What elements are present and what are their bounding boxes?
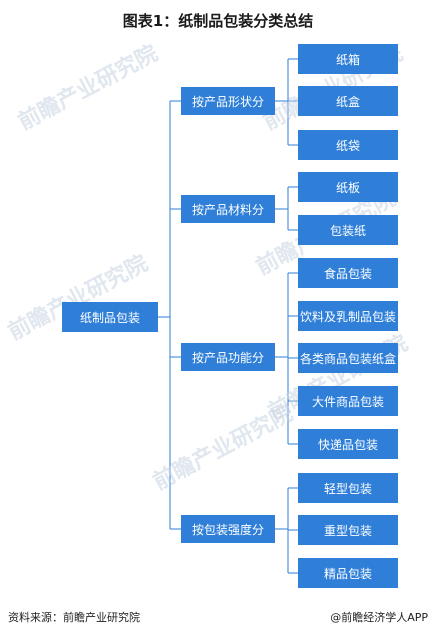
leaf-node: 纸盒 (298, 86, 398, 116)
leaf-node: 饮料及乳制品包装 (298, 301, 398, 331)
leaf-node: 快递品包装 (298, 429, 398, 459)
leaf-node: 各类商品包装纸盒 (298, 343, 398, 373)
chart-title: 图表1：纸制品包装分类总结 (122, 12, 314, 30)
source-note: 资料来源：前瞻产业研究院 (8, 611, 140, 624)
category-node: 按包装强度分 (181, 515, 275, 543)
leaf-node: 重型包装 (298, 515, 398, 545)
leaf-node: 轻型包装 (298, 473, 398, 503)
leaf-node: 纸箱 (298, 44, 398, 74)
brand-note: @前瞻经济学人APP (330, 611, 428, 624)
leaf-node: 纸板 (298, 172, 398, 202)
leaf-node: 纸袋 (298, 130, 398, 160)
category-node: 按产品材料分 (181, 195, 275, 223)
leaf-node: 包装纸 (298, 215, 398, 245)
leaf-node: 食品包装 (298, 258, 398, 288)
category-node: 按产品功能分 (181, 343, 275, 371)
category-node: 按产品形状分 (181, 87, 275, 115)
root-node: 纸制品包装 (62, 302, 158, 332)
leaf-node: 大件商品包装 (298, 386, 398, 416)
leaf-node: 精品包装 (298, 558, 398, 588)
